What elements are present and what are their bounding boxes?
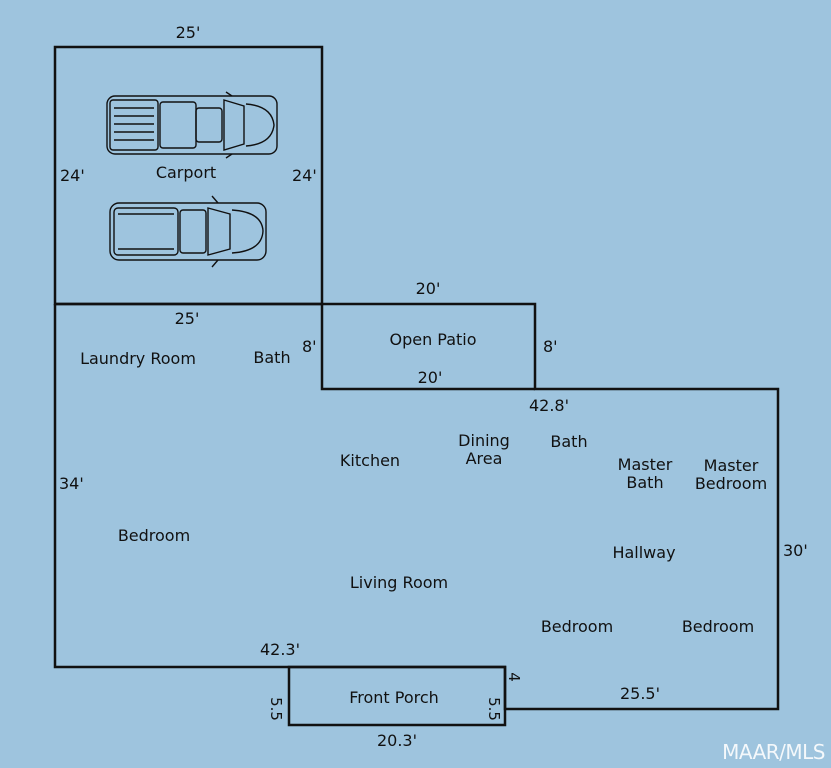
room-label-bedroom-center: Bedroom bbox=[540, 617, 614, 636]
room-label-living-room: Living Room bbox=[349, 573, 449, 592]
room-label-laundry-room: Laundry Room bbox=[80, 349, 196, 368]
dimension-house-top-right: 42.8' bbox=[528, 396, 570, 415]
dimension-patio-bottom: 20' bbox=[417, 368, 443, 387]
room-label-master-bath: Master Bath bbox=[618, 456, 673, 492]
dimension-house-bottom-left: 42.3' bbox=[259, 640, 301, 659]
room-label-front-porch: Front Porch bbox=[349, 688, 439, 707]
room-label-bedroom-left: Bedroom bbox=[117, 526, 191, 545]
room-label-bedroom-right: Bedroom bbox=[681, 617, 755, 636]
room-label-carport: Carport bbox=[155, 163, 217, 182]
patio-outline bbox=[320, 304, 535, 391]
house-outline bbox=[53, 302, 780, 711]
room-label-kitchen: Kitchen bbox=[339, 451, 401, 470]
dimension-carport-left: 24' bbox=[60, 166, 85, 185]
watermark: MAAR/MLS bbox=[722, 740, 825, 764]
room-label-master-bedroom-line1: Master bbox=[703, 456, 759, 475]
room-label-hallway: Hallway bbox=[612, 543, 676, 562]
room-label-master-bedroom-line2: Bedroom bbox=[694, 474, 768, 493]
suv-icon bbox=[109, 195, 267, 268]
dimension-patio-top: 20' bbox=[415, 279, 441, 298]
dimension-porch-right: 5.5 bbox=[484, 697, 503, 721]
room-label-open-patio: Open Patio bbox=[389, 330, 477, 349]
room-label-dining-line2: Area bbox=[465, 449, 503, 468]
room-label-master-bath-line2: Bath bbox=[626, 473, 664, 492]
dimension-porch-step: 4 bbox=[504, 672, 523, 682]
dimension-carport-top: 25' bbox=[175, 23, 201, 42]
dimension-house-bottom-right: 25.5' bbox=[619, 684, 661, 703]
dimension-patio-right: 8' bbox=[543, 337, 558, 356]
room-label-bath-left: Bath bbox=[253, 348, 291, 367]
room-label-bath-center: Bath bbox=[550, 432, 588, 451]
room-label-master-bedroom: Master Bedroom bbox=[695, 457, 767, 493]
dimension-porch-left: 5.5 bbox=[266, 697, 285, 721]
dimension-house-right: 30' bbox=[783, 541, 808, 560]
truck-icon bbox=[106, 91, 278, 159]
dimension-carport-right: 24' bbox=[292, 166, 317, 185]
room-label-dining-line1: Dining bbox=[458, 431, 510, 450]
dimension-house-top-left: 25' bbox=[174, 309, 200, 328]
front-porch-outline bbox=[287, 665, 507, 727]
room-label-master-bath-line1: Master bbox=[617, 455, 673, 474]
dimension-house-left: 34' bbox=[59, 474, 84, 493]
dimension-patio-left: 8' bbox=[302, 337, 317, 356]
room-label-dining-area: Dining Area bbox=[458, 432, 510, 468]
dimension-porch-bottom: 20.3' bbox=[376, 731, 418, 750]
